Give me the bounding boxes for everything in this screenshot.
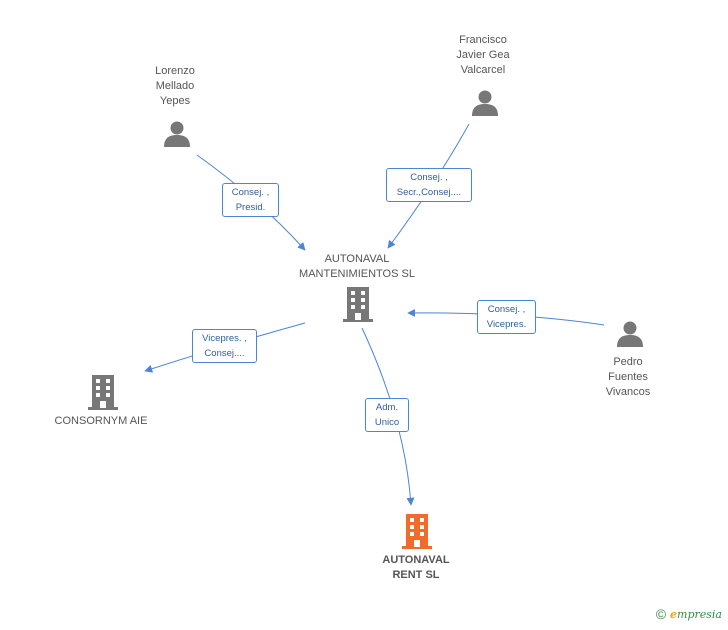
copyright-brand[interactable]: © empresia xyxy=(656,606,722,622)
edge-label-line: Secr.,Consej.... xyxy=(396,187,462,198)
edge-label-line: Consej. , xyxy=(487,304,526,315)
edge-label-line: Unico xyxy=(374,417,400,428)
node-label-line: CONSORNYM AIE xyxy=(54,415,148,427)
node-label-autonaval-mantenimientos[interactable]: AUTONAVAL MANTENIMIENTOS SL xyxy=(299,252,415,282)
node-label-line: AUTONAVAL xyxy=(324,253,390,265)
node-label-line: Valcarcel xyxy=(460,64,506,76)
node-label-line: Vivancos xyxy=(605,386,651,398)
node-label-line: Pedro xyxy=(613,356,643,368)
person-icon-francisco[interactable] xyxy=(471,89,499,117)
edge-label-lorenzo[interactable]: Consej. , Presid. xyxy=(222,183,279,217)
brand-initial: e xyxy=(670,607,678,621)
node-label-line: Javier Gea xyxy=(456,49,510,61)
building-icon-autonaval-mantenimientos[interactable] xyxy=(343,287,373,323)
node-label-line: Mellado xyxy=(155,80,195,92)
node-label-line: MANTENIMIENTOS SL xyxy=(299,268,415,280)
brand-name: mpresia xyxy=(677,607,722,621)
node-label-line: AUTONAVAL xyxy=(382,554,450,566)
edge-label-consornym[interactable]: Vicepres. , Consej.... xyxy=(192,329,257,363)
node-label-line: RENT SL xyxy=(392,569,440,581)
node-label-autonaval-rent[interactable]: AUTONAVAL RENT SL xyxy=(382,553,449,583)
node-label-line: Yepes xyxy=(159,95,191,107)
node-label-line: Lorenzo xyxy=(155,65,195,77)
person-icon-pedro[interactable] xyxy=(616,320,644,348)
edge-label-line: Consej.... xyxy=(204,348,245,359)
edge-label-line: Consej. , xyxy=(231,187,270,198)
edge-label-pedro[interactable]: Consej. , Vicepres. xyxy=(477,300,536,334)
node-label-lorenzo[interactable]: Lorenzo Mellado Yepes xyxy=(155,64,195,109)
edge-label-line: Presid. xyxy=(235,202,266,213)
node-label-line: Francisco xyxy=(459,34,507,46)
node-label-pedro[interactable]: Pedro Fuentes Vivancos xyxy=(606,355,650,400)
building-icon-autonaval-rent[interactable] xyxy=(402,514,432,550)
edge-label-line: Vicepres. xyxy=(486,319,527,330)
copyright-symbol: © xyxy=(655,606,667,622)
node-label-francisco[interactable]: Francisco Javier Gea Valcarcel xyxy=(456,33,509,78)
edge-label-line: Vicepres. , xyxy=(202,333,247,344)
edge-label-line: Adm. xyxy=(375,402,399,413)
edge-label-line: Consej. , xyxy=(410,172,448,183)
brand-logo: empresia xyxy=(670,608,722,621)
person-icon-lorenzo[interactable] xyxy=(163,120,191,148)
edge-label-autonaval-rent[interactable]: Adm. Unico xyxy=(365,398,409,432)
building-icon-consornym[interactable] xyxy=(88,375,118,411)
node-label-line: Fuentes xyxy=(608,371,648,383)
edge-label-francisco[interactable]: Consej. , Secr.,Consej.... xyxy=(386,168,472,202)
node-label-consornym[interactable]: CONSORNYM AIE xyxy=(55,414,148,429)
